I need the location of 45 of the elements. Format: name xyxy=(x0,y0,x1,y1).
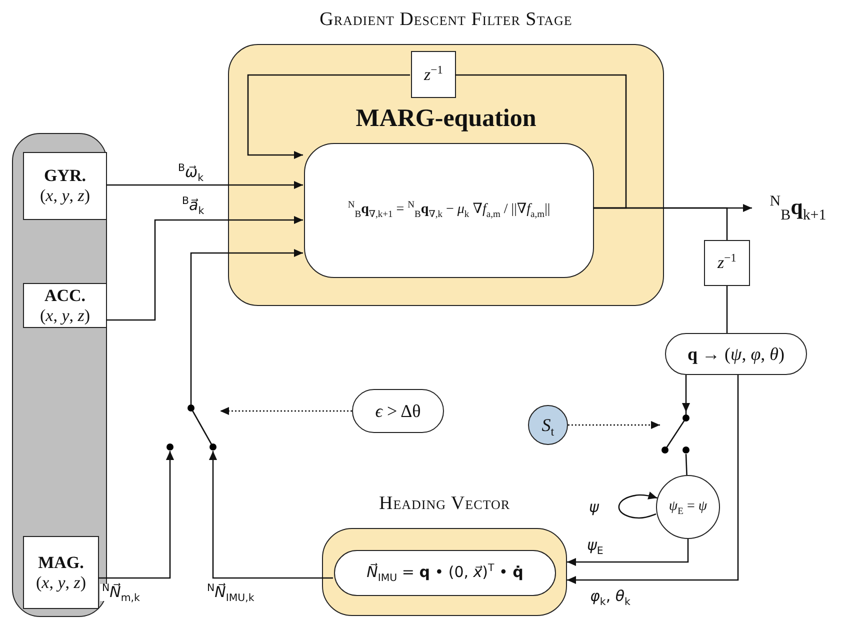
edge-label: $^{B}$ω⃗$_{k}$ xyxy=(176,164,206,180)
sensor-box xyxy=(23,536,99,609)
edge-label: $^{N}$N⃗$_{m,k}$ xyxy=(100,584,142,600)
equation-box xyxy=(304,143,594,278)
sensor-box xyxy=(23,152,107,220)
axis-label: (x, y, z) xyxy=(40,186,90,206)
connector-arrow xyxy=(618,492,658,519)
rounded-box xyxy=(352,389,444,433)
state-circle xyxy=(528,405,568,445)
delay-label: z$^{−1}$ xyxy=(718,253,736,273)
equation: S$_{t}$ xyxy=(542,414,554,436)
delay-box xyxy=(704,240,750,286)
connector-arrow xyxy=(106,180,303,190)
delay-label: z$^{−1}$ xyxy=(424,64,443,84)
connector-arrow xyxy=(567,539,689,566)
connector-arrow xyxy=(208,451,333,579)
rounded-box xyxy=(334,550,556,596)
edge-label: $^{B}$a⃗$_{k}$ xyxy=(180,197,206,214)
block-heading: MARG-equation xyxy=(354,105,538,134)
equation: ψ$_{E}$ = ψ xyxy=(668,498,708,516)
sensor-box xyxy=(23,283,107,328)
connector-arrow xyxy=(190,248,303,398)
equation: N⃗$_{IMU}$ = q • (0, x⃗)$^{T}$ • q̇ xyxy=(366,564,524,582)
sensor-name: ACC. xyxy=(44,286,86,306)
connector-arrow xyxy=(106,216,303,321)
connector-arrow xyxy=(98,451,174,579)
delay-box xyxy=(411,51,456,98)
equation: ϵ > Δθ xyxy=(375,400,421,422)
sensor-panel xyxy=(12,133,107,617)
edge-label: $^{N}$N⃗$_{IMU,k}$ xyxy=(205,584,256,600)
equation: q → (ψ, φ, θ) xyxy=(687,344,784,364)
switch-symbol xyxy=(660,412,692,454)
rounded-box xyxy=(665,333,807,375)
connector-arrow xyxy=(220,406,352,416)
sensor-name: GYR. xyxy=(44,166,86,186)
axis-label: (x, y, z) xyxy=(40,306,90,326)
connector-arrow xyxy=(568,420,660,430)
edge-label: φ$_{k}$, θ$_{k}$ xyxy=(588,588,632,604)
sensor-name: MAG. xyxy=(38,552,84,572)
connector-arrow xyxy=(567,375,739,584)
connector-arrow xyxy=(682,375,690,412)
connector-arrow xyxy=(247,74,410,160)
panel-title: Gradient Descent Filter Stage xyxy=(318,9,574,31)
panel-title: Heading Vector xyxy=(378,493,512,515)
axis-label: (x, y, z) xyxy=(36,572,86,592)
